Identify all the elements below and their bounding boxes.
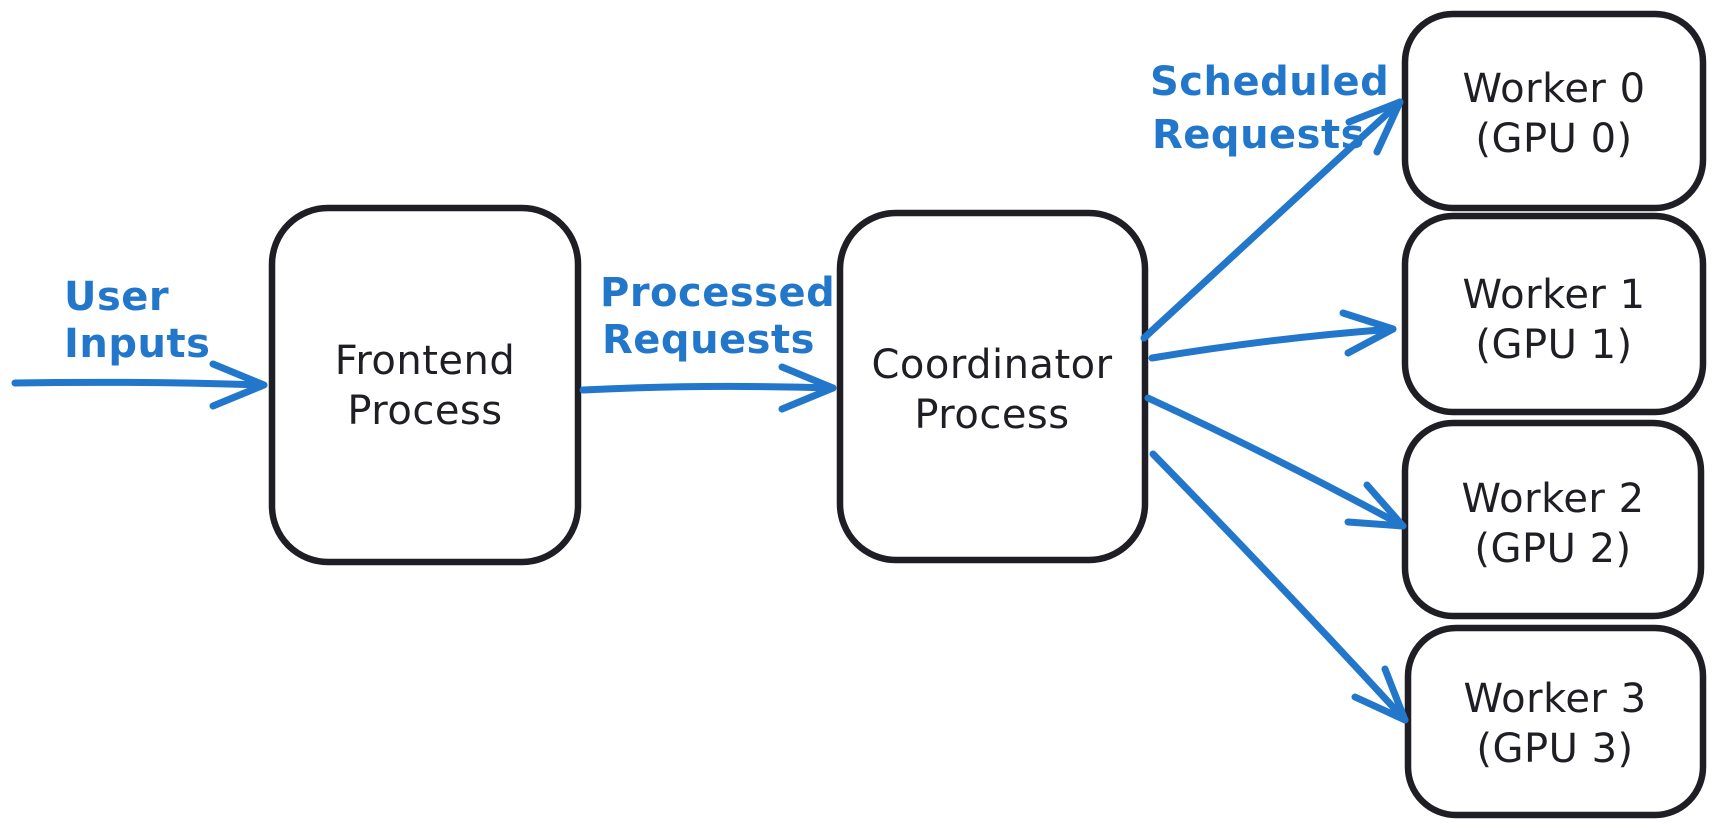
node-worker-3: Worker 3 (GPU 3): [1404, 624, 1707, 819]
scheduled-requests-label-line1: Scheduled: [1150, 59, 1389, 105]
coordinator-process-label-line2: Process: [914, 392, 1069, 438]
arrow-scheduled-requests-worker-3: [1149, 450, 1409, 724]
worker-2-label-line2: (GPU 2): [1474, 526, 1631, 572]
worker-3-label-line2: (GPU 3): [1476, 726, 1633, 772]
arrow-worker-0-shaft: [1140, 98, 1404, 342]
arrow-worker-3-shaft: [1149, 450, 1409, 724]
processed-requests-label-line1: Processed: [600, 270, 835, 316]
label-scheduled-requests: Scheduled Requests: [1150, 59, 1389, 158]
frontend-process-label-line1: Frontend: [335, 338, 516, 384]
node-worker-2: Worker 2 (GPU 2): [1401, 419, 1705, 620]
arrow-user-inputs-head: [209, 360, 268, 410]
arrow-processed-requests: [579, 363, 837, 413]
worker-3-label-line1: Worker 3: [1463, 676, 1646, 722]
arrow-worker-2-head: [1344, 481, 1407, 530]
arrow-worker-3-head: [1351, 665, 1409, 724]
coordinator-process-label-line1: Coordinator: [871, 342, 1112, 388]
arrow-scheduled-requests-worker-1: [1148, 309, 1397, 362]
node-worker-1: Worker 1 (GPU 1): [1401, 212, 1707, 416]
user-inputs-label-line1: User: [64, 274, 169, 320]
worker-2-box: [1401, 419, 1705, 620]
arrow-processed-requests-head: [778, 363, 837, 413]
arrow-processed-requests-shaft: [579, 382, 837, 394]
coordinator-process-box: [836, 209, 1149, 564]
worker-0-label-line1: Worker 0: [1462, 66, 1645, 112]
worker-0-box: [1401, 10, 1707, 212]
frontend-process-label-line2: Process: [347, 388, 502, 434]
frontend-process-box: [268, 204, 582, 566]
arrow-scheduled-requests-worker-0: [1140, 98, 1404, 342]
label-user-inputs: User Inputs: [64, 274, 210, 367]
scheduled-requests-label-line2: Requests: [1152, 112, 1365, 158]
arrow-user-inputs-shaft: [11, 378, 266, 389]
arrow-worker-0-head: [1345, 98, 1404, 156]
arrow-scheduled-requests-worker-2: [1144, 394, 1407, 530]
worker-1-label-line1: Worker 1: [1462, 272, 1645, 318]
arrow-worker-2-shaft: [1144, 394, 1407, 530]
node-frontend-process: Frontend Process: [268, 204, 582, 566]
arrow-user-inputs: [11, 360, 268, 410]
arrow-worker-1-head: [1339, 309, 1397, 357]
worker-1-label-line2: (GPU 1): [1475, 322, 1632, 368]
worker-1-box: [1401, 212, 1707, 416]
worker-0-label-line2: (GPU 0): [1475, 116, 1632, 162]
label-processed-requests: Processed Requests: [600, 270, 835, 363]
worker-2-label-line1: Worker 2: [1461, 476, 1644, 522]
node-coordinator-process: Coordinator Process: [836, 209, 1149, 564]
arrow-worker-1-shaft: [1148, 325, 1397, 362]
node-worker-0: Worker 0 (GPU 0): [1401, 10, 1707, 212]
processed-requests-label-line2: Requests: [602, 317, 815, 363]
user-inputs-label-line2: Inputs: [64, 321, 210, 367]
